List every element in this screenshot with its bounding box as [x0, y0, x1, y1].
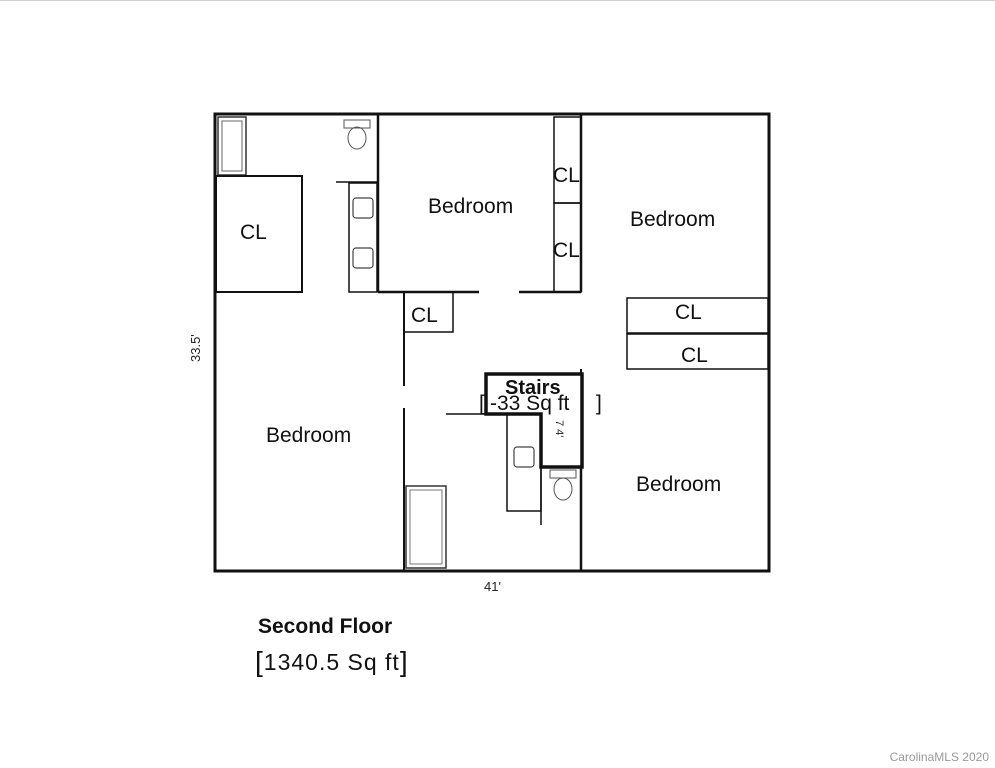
floor-title: Second Floor	[258, 615, 393, 638]
watermark: CarolinaMLS 2020	[889, 750, 989, 764]
closet-label: CL	[553, 164, 580, 187]
stairs-side-mark: 7 4'	[553, 420, 565, 437]
closet-label: CL	[553, 239, 580, 262]
closet-label: CL	[681, 344, 708, 367]
shower-bottom	[405, 485, 447, 569]
dimension-height: 33.5'	[188, 334, 203, 362]
room-label-bedroom-top-right: Bedroom	[630, 208, 715, 231]
sink-icon	[352, 247, 374, 269]
toilet-icon	[549, 469, 577, 501]
stairs-area-bracket-right: ]	[596, 392, 602, 415]
room-label-bedroom-bottom-right: Bedroom	[636, 473, 721, 496]
stairs-label: Stairs	[505, 377, 561, 399]
floor-area-wrapper: [1340.5 Sq ft]	[255, 646, 409, 677]
closet-right-lower	[626, 333, 769, 370]
sink-icon	[352, 197, 374, 219]
stairs-area: -33 Sq ft	[490, 392, 570, 415]
sink-icon	[513, 446, 535, 468]
dimension-width: 41'	[484, 579, 501, 594]
top-border	[0, 0, 995, 1]
stairs-area-bracket-left: [	[479, 392, 485, 415]
room-label-bedroom-left: Bedroom	[266, 424, 351, 447]
floor-area: 1340.5 Sq ft	[263, 649, 400, 675]
closet-label: CL	[411, 304, 438, 327]
closet-label: CL	[240, 221, 267, 244]
room-label-bedroom-top: Bedroom	[428, 195, 513, 218]
closet-vertical-top	[553, 116, 582, 204]
closet-right-upper	[626, 297, 769, 334]
toilet-icon	[343, 119, 371, 150]
outer-wall	[213, 112, 771, 573]
vanity-bottom	[506, 413, 542, 512]
closet-label: CL	[675, 301, 702, 324]
